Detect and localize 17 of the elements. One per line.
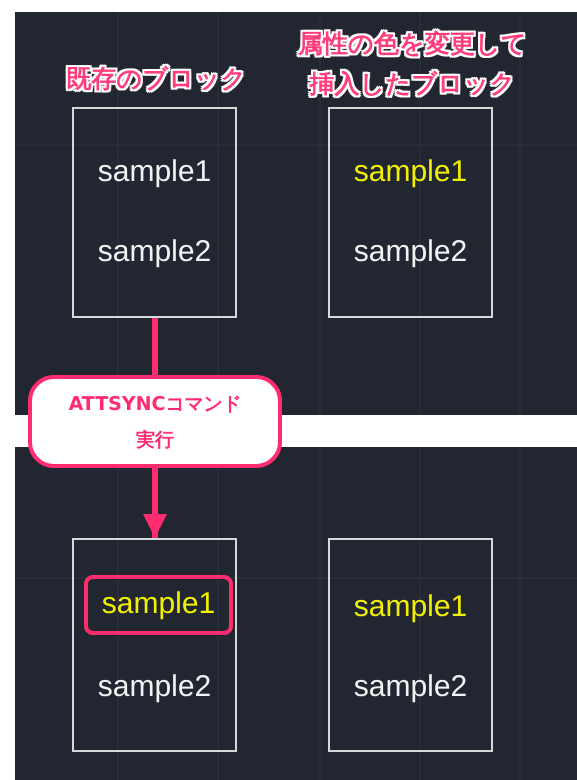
connector-line	[152, 318, 158, 375]
block-frame	[328, 538, 493, 752]
attribute-text: sample2	[352, 669, 468, 705]
attribute-text: sample1	[352, 154, 468, 190]
callout-text: ATTSYNCコマンド実行	[68, 392, 242, 452]
block-frame	[72, 538, 237, 752]
arrow	[143, 468, 167, 538]
attribute-text: sample1	[96, 154, 212, 190]
attribute-text: sample1	[352, 589, 468, 625]
attribute-text: sample2	[96, 234, 212, 270]
attribute-text: sample2	[352, 234, 468, 270]
attribute-text: sample2	[96, 669, 212, 705]
callout-box	[28, 375, 282, 468]
attribute-text: sample1	[100, 586, 216, 622]
highlight-box	[84, 575, 233, 635]
heading: 属性の色を変更して挿入したブロック	[296, 28, 528, 100]
heading: 既存のブロック	[66, 63, 248, 95]
